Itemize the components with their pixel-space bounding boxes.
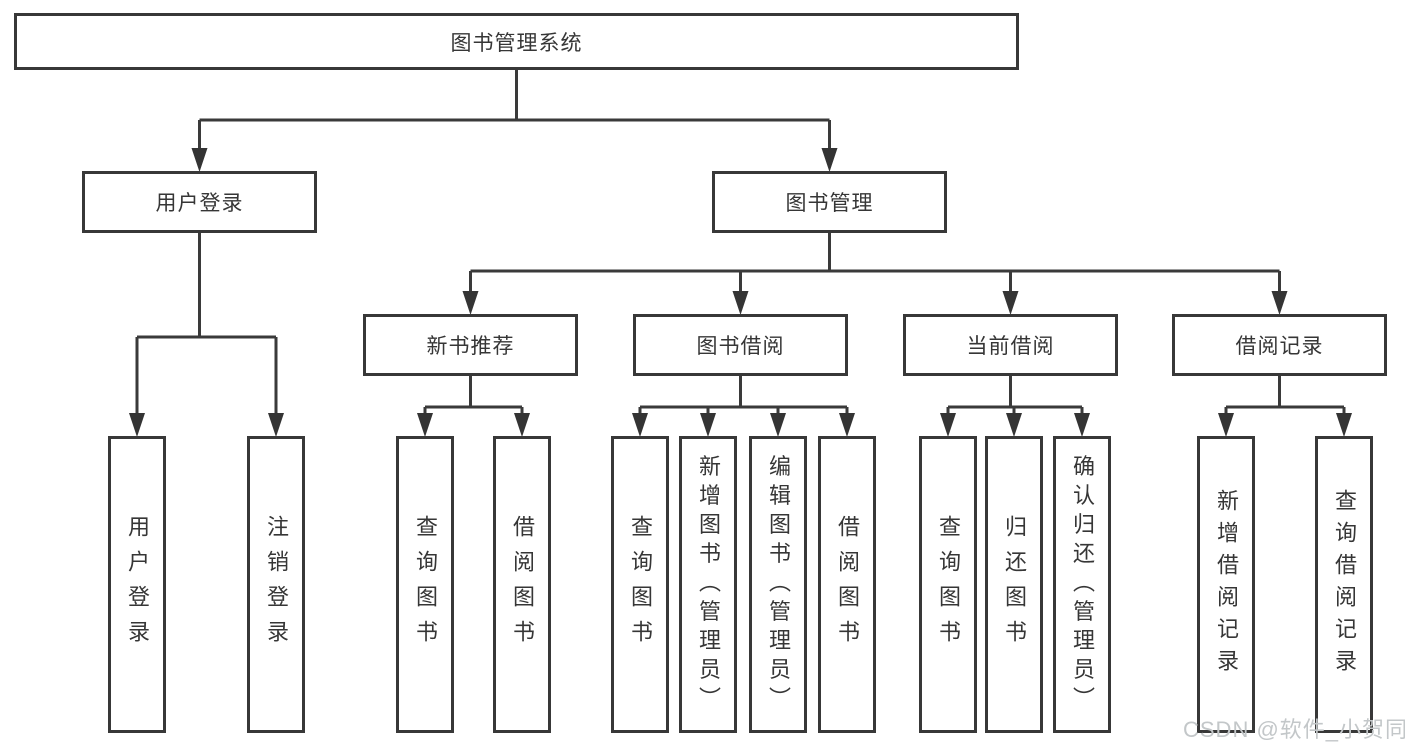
leaf-user-login: 用户登录 (108, 436, 166, 733)
leaf-label: 确认归还（管理员） (1070, 454, 1095, 715)
leaf-label: 注销登录 (264, 514, 289, 655)
node-borrow-records: 借阅记录 (1172, 314, 1387, 376)
leaf-query-books-current: 查询图书 (919, 436, 977, 733)
arrowhead (839, 413, 855, 437)
arrowhead (732, 291, 749, 315)
arrowhead (462, 291, 479, 315)
arrowhead (129, 413, 145, 437)
arrowhead (1336, 413, 1352, 437)
leaf-query-books-borrow: 查询图书 (611, 436, 669, 733)
leaf-confirm-return-admin: 确认归还（管理员） (1053, 436, 1111, 733)
leaf-borrow-books-recommend: 借阅图书 (493, 436, 551, 733)
leaf-label: 查询借阅记录 (1332, 488, 1357, 681)
leaf-label: 借阅图书 (835, 514, 860, 655)
leaf-label: 归还图书 (1002, 514, 1027, 655)
arrowhead (417, 413, 433, 437)
leaf-label: 新增借阅记录 (1214, 488, 1239, 681)
csdn-watermark: CSDN @软件_小贺同学 (1183, 717, 1405, 742)
arrowhead (1002, 291, 1019, 315)
node-book-management: 图书管理 (712, 171, 947, 233)
leaf-logout: 注销登录 (247, 436, 305, 733)
arrowhead (770, 413, 786, 437)
node-user-login: 用户登录 (82, 171, 317, 233)
node-current-borrow: 当前借阅 (903, 314, 1118, 376)
leaf-return-books: 归还图书 (985, 436, 1043, 733)
arrowhead (1271, 291, 1288, 315)
edge-borrow-records (1224, 376, 1346, 413)
edge-current-borrow (946, 376, 1084, 413)
arrowhead (1218, 413, 1234, 437)
leaf-edit-book-admin: 编辑图书（管理员） (749, 436, 807, 733)
arrowhead (514, 413, 530, 437)
node-root-system: 图书管理系统 (14, 13, 1019, 70)
edge-book-management (469, 233, 1281, 291)
leaf-add-book-admin: 新增图书（管理员） (679, 436, 737, 733)
leaf-query-borrow-record: 查询借阅记录 (1315, 436, 1373, 733)
leaf-label: 编辑图书（管理员） (766, 454, 791, 715)
arrowhead (940, 413, 956, 437)
arrowhead (1074, 413, 1090, 437)
arrowhead (632, 413, 648, 437)
arrowhead (700, 413, 716, 437)
leaf-label: 查询图书 (628, 514, 653, 655)
node-book-borrow: 图书借阅 (633, 314, 848, 376)
leaf-label: 查询图书 (936, 514, 961, 655)
leaf-label: 新增图书（管理员） (696, 454, 721, 715)
arrowhead (821, 148, 838, 172)
edge-new-book-recommend (423, 376, 524, 413)
leaf-add-borrow-record: 新增借阅记录 (1197, 436, 1255, 733)
edge-user-login (135, 233, 278, 413)
arrowhead (268, 413, 284, 437)
arrowhead (1006, 413, 1022, 437)
leaf-label: 借阅图书 (510, 514, 535, 655)
edge-root (198, 70, 831, 148)
node-new-book-recommend: 新书推荐 (363, 314, 578, 376)
leaf-borrow-books: 借阅图书 (818, 436, 876, 733)
leaf-label: 用户登录 (125, 514, 150, 655)
arrowhead (191, 148, 208, 172)
edge-book-borrow (638, 376, 849, 413)
leaf-query-books-recommend: 查询图书 (396, 436, 454, 733)
leaf-label: 查询图书 (413, 514, 438, 655)
